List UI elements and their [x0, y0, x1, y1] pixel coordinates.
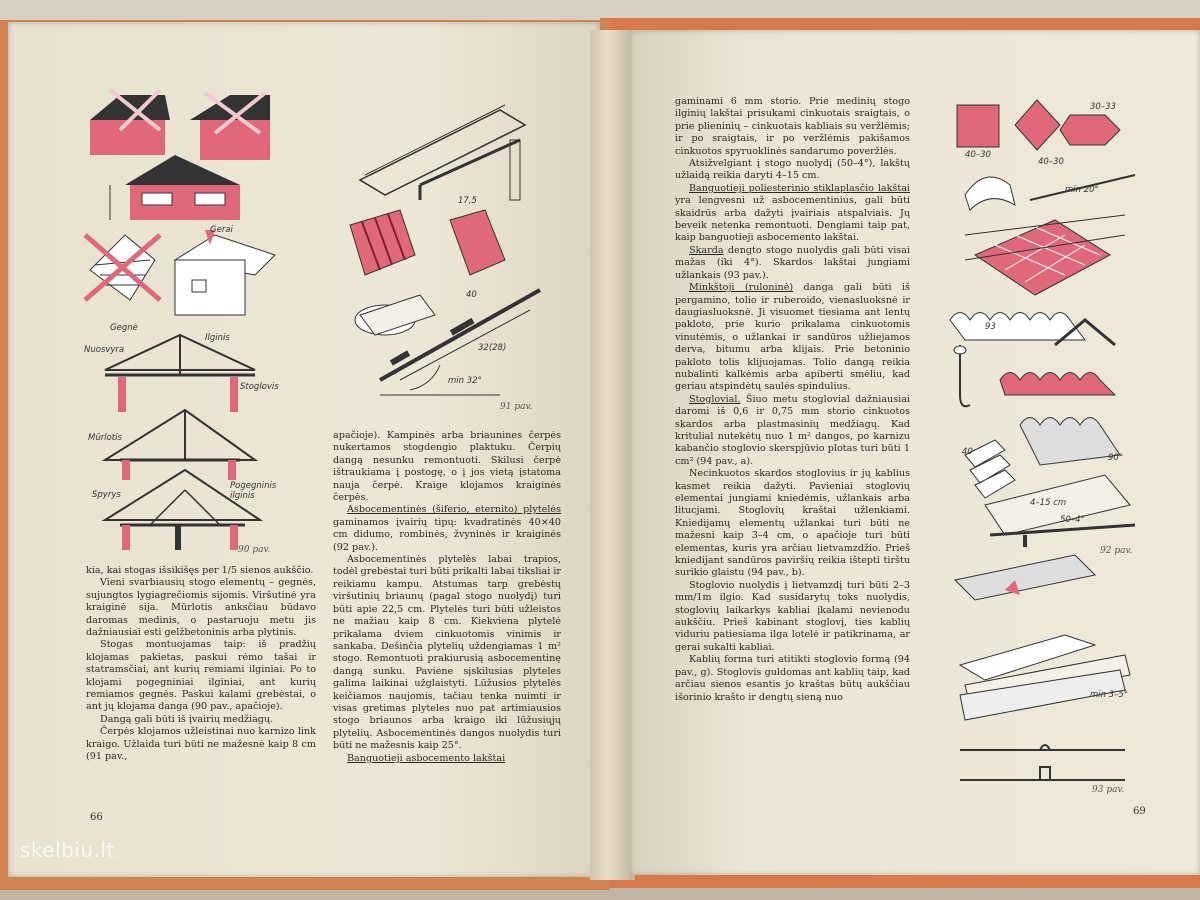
label-murlotis: Mūrlotis: [88, 433, 122, 443]
label-gegne: Gegnė: [110, 323, 138, 333]
label-dim-40-30-a: 40–30: [965, 150, 991, 160]
paragraph: Minkštoji (ruloninė) danga gali būti iš …: [675, 282, 910, 394]
watermark: skelbiu.lt: [20, 838, 115, 862]
label-dim-93: 93: [985, 322, 996, 332]
paragraph: Stogas montuojamas taip: iš pradžių kloj…: [86, 639, 316, 713]
paragraph-text: gaminami 6 mm storio. Prie medinių stogo…: [675, 96, 910, 157]
label-dim-4-15: 4–15 cm: [1030, 498, 1067, 508]
label-min-3-5: min 3–5°: [1090, 690, 1129, 700]
left-page: [8, 22, 600, 877]
paragraph: Stoglovial. Šiuo metu stoglovial dažniau…: [675, 394, 910, 468]
label-dim-32-28: 32(28): [478, 343, 507, 353]
paragraph-text: Šiuo metu stoglovial dažniausiai daromi …: [675, 393, 910, 467]
label-min-32: min 32°: [448, 376, 482, 386]
paragraph-text: Kablių forma turi atitikti stoglovio for…: [675, 654, 910, 703]
paragraph: Necinkuotos skardos stoglovius ir jų kab…: [675, 468, 910, 580]
paragraph-text: danga gali būti iš pergamino, tolio ir r…: [675, 282, 910, 393]
label-dim-50-4: 50–4°: [1060, 515, 1085, 525]
section-heading: Minkštoji (ruloninė): [689, 282, 794, 294]
figure-caption-90: 90 pav.: [238, 545, 271, 555]
label-dim-40: 40: [466, 290, 477, 300]
paragraph-text: Stoglovio nuolydis į lietvamzdį turi būt…: [675, 579, 910, 653]
paragraph: Asbocementinės (šiferio, eternito) plyte…: [333, 504, 561, 554]
roofing-sheets-illustration: [949, 99, 1136, 781]
section-heading: Stoglovial.: [689, 393, 741, 405]
section-heading: Asbocementinės (šiferio, eternito) plyte…: [347, 504, 561, 516]
figure-caption-92: 92 pav.: [1100, 546, 1133, 556]
roof-tile-illustration: [349, 104, 541, 396]
label-dim-30-33: 30–33: [1090, 102, 1116, 112]
paragraph-text: yra lengvesni už asbocementinius, gali b…: [675, 195, 910, 244]
right-page-column: gaminami 6 mm storio. Prie medinių stogo…: [675, 96, 910, 704]
page-number-right: 69: [1133, 806, 1146, 817]
paragraph: apačioje). Kampinės arba briaunines čerp…: [333, 430, 561, 504]
label-pagegninis-ilginis: Pogegninis ilginis: [230, 481, 277, 501]
paragraph-text: gaminamos įvairių tipų: kvadratinės 40×4…: [333, 516, 561, 553]
label-ilginis: Ilginis: [205, 333, 230, 343]
paragraph: Banguotieji poliesterinio stiklaplasčio …: [675, 183, 910, 245]
paragraph: Atsižvelgiant į stogo nuolydį (50–4°), l…: [675, 158, 910, 183]
section-heading: Banguotieji asbocemento lakštai: [347, 752, 506, 764]
paragraph-text: Necinkuotos skardos stoglovius ir jų kab…: [675, 468, 910, 579]
paragraph: Čerpės klojamos užleistinai nuo karnizo …: [86, 726, 316, 763]
paragraph: kia, kai stogas išsikišęs per 1/5 sienos…: [86, 565, 314, 576]
section-heading: Skarda: [689, 244, 724, 256]
paragraph: Asbocementinės plytelės labai trapios, t…: [333, 554, 561, 752]
label-gerai: Gerai: [210, 225, 233, 235]
label-nuosvyra: Nuosvyra: [84, 345, 125, 355]
label-dim-17-5: 17,5: [458, 196, 477, 206]
figure-caption-93: 93 pav.: [1092, 785, 1125, 795]
label-spyrys: Spyrys: [92, 490, 121, 500]
label-stoglovis: Stoglovis: [240, 382, 279, 392]
section-heading: Banguotieji poliesterinio stiklaplasčio …: [689, 182, 910, 194]
label-dim-40: 40: [962, 447, 973, 457]
paragraph: Vieni svarbiausių stogo elementų – gegnė…: [86, 577, 316, 639]
paragraph-text: dengto stogo nuolydis gali būti visai ma…: [675, 244, 910, 281]
paragraph: gaminami 6 mm storio. Prie medinių stogo…: [675, 96, 910, 158]
label-min-20: min 20°: [1065, 185, 1099, 195]
label-dim-40-30-b: 40–30: [1038, 157, 1064, 167]
figure-caption-91: 91 pav.: [500, 402, 533, 412]
paragraph: Stoglovio nuolydis į lietvamzdį turi būt…: [675, 580, 910, 654]
roof-diagrams-illustration: [83, 88, 276, 550]
paragraph-text: Atsižvelgiant į stogo nuolydį (50–4°), l…: [675, 158, 910, 182]
paragraph: Kablių forma turi atitikti stoglovio for…: [675, 654, 910, 704]
left-page-column-1: kia, kai stogas išsikišęs per 1/5 sienos…: [86, 565, 316, 764]
page-number-left: 66: [90, 812, 103, 823]
book-spine: [590, 30, 635, 880]
left-page-column-2: apačioje). Kampinės arba briaunines čerp…: [333, 430, 561, 765]
label-dim-90: 90°: [1108, 453, 1124, 463]
paragraph: Skarda dengto stogo nuolydis gali būti v…: [675, 245, 910, 282]
paragraph: Dangą gali būti iš įvairių medžiagų.: [100, 713, 274, 725]
